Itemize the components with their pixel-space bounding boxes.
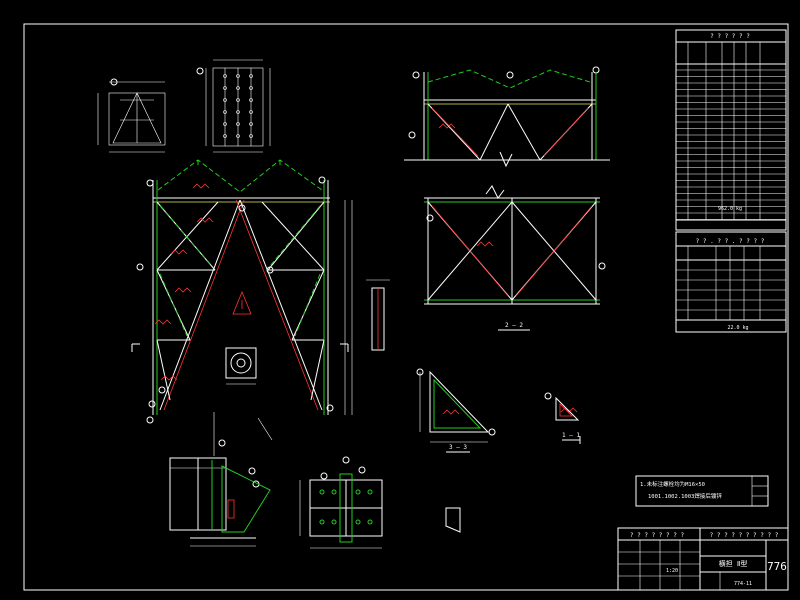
bolt-hole-mark	[249, 86, 253, 90]
callout-circle	[238, 204, 246, 212]
bolt-hole-mark	[236, 98, 240, 102]
material-table	[675, 29, 787, 231]
weld-symbol	[560, 407, 578, 413]
callout-circle	[408, 131, 416, 139]
callout-circle	[136, 263, 144, 271]
crossarm-plan-view	[424, 185, 600, 331]
callout-circle	[146, 179, 154, 187]
table-title: ? ? ? ? ? ?	[710, 33, 750, 40]
callout-circle	[266, 266, 274, 274]
notes-box	[635, 475, 769, 507]
callout-circle	[196, 67, 204, 75]
base-plate-detail	[225, 347, 257, 385]
leg-base-detail	[169, 412, 273, 547]
splice-bolt-hole	[355, 519, 361, 525]
title-block-drawing-name: 横担 Ⅱ型	[719, 559, 748, 568]
title-block-project: ? ? ? ? ? ? ? ? ? ?	[710, 532, 779, 539]
callout-circle	[320, 472, 328, 480]
callout-circle	[218, 439, 226, 447]
callout-circle	[342, 456, 350, 464]
bolt-hole-mark	[236, 134, 240, 138]
bolt-hole-mark	[223, 98, 227, 102]
weld-symbol	[476, 241, 494, 247]
callout-circle	[488, 428, 496, 436]
title-block	[617, 527, 789, 591]
bolt-hole-mark	[223, 122, 227, 126]
bolt-hole-mark	[249, 134, 253, 138]
callout-circle	[326, 404, 334, 412]
sub-table-total: 22.0 kg	[727, 325, 748, 331]
bolt-hole-mark	[249, 122, 253, 126]
section-label-2-2: 2 — 2	[505, 322, 523, 329]
bolt-hole-mark	[223, 74, 227, 78]
sheet-border	[23, 23, 789, 591]
bolt-hole-mark	[249, 98, 253, 102]
weld-symbol	[170, 249, 188, 255]
callout-circle	[318, 176, 326, 184]
bolt-hole-mark	[236, 86, 240, 90]
callout-circle	[426, 214, 434, 222]
splice-bolt-hole	[367, 519, 373, 525]
callout-circle	[358, 466, 366, 474]
bolt-hole-mark	[249, 74, 253, 78]
callout-circle	[146, 416, 154, 424]
small-plate-detail	[445, 507, 461, 533]
weld-symbol	[438, 123, 456, 129]
title-block-company: ? ? ? ? ? ? ? ?	[630, 532, 685, 539]
splice-bolt-hole	[319, 519, 325, 525]
bolt-hole-mark	[223, 86, 227, 90]
bolt-hole-mark	[236, 110, 240, 114]
weld-symbol	[442, 409, 460, 415]
weld-symbol	[196, 217, 214, 223]
splice-bolt-hole	[331, 489, 337, 495]
bolt-plate-detail	[205, 59, 271, 153]
bolt-hole-mark	[249, 110, 253, 114]
weld-symbol	[192, 183, 210, 189]
sub-table-title: ? ? . ? ? . ? ? ? ?	[696, 238, 765, 245]
section-label-1-1: 1 — 1	[562, 432, 580, 439]
callout-circle	[544, 392, 552, 400]
callout-circle	[412, 71, 420, 79]
bolt-hole-mark	[236, 122, 240, 126]
gusset-detail-small	[97, 81, 166, 153]
main-tower-elevation	[110, 66, 606, 488]
title-block-scale: 1:20	[666, 568, 678, 574]
callout-circle	[248, 467, 256, 475]
callout-circle	[148, 400, 156, 408]
crossarm-truss-elevation	[404, 69, 610, 168]
triangle-gusset-small	[555, 396, 581, 444]
splice-bolt-hole	[367, 489, 373, 495]
splice-plate-detail	[299, 473, 383, 549]
callout-circle	[158, 386, 166, 394]
splice-bolt-hole	[331, 519, 337, 525]
splice-bolt-hole	[319, 489, 325, 495]
note-line-1: 1.未标注螺栓均为M16×50	[640, 480, 705, 488]
weld-symbol	[154, 319, 172, 325]
bolt-hole-mark	[223, 134, 227, 138]
bolt-hole-mark	[223, 110, 227, 114]
table-total-value: 962.0 kg	[718, 206, 742, 212]
bolt-hole-mark	[236, 74, 240, 78]
sheet-number: 776	[767, 560, 787, 573]
callout-circle	[506, 71, 514, 79]
note-line-2: 1001.1002.1003焊接后镀锌	[648, 492, 722, 500]
callout-circle	[598, 262, 606, 270]
callout-circle	[110, 78, 118, 86]
section-label-3-3: 3 — 3	[449, 444, 467, 451]
triangle-gusset-3-3	[419, 370, 490, 453]
splice-bolt-hole	[355, 489, 361, 495]
weld-symbol	[160, 375, 178, 381]
title-block-code: 774-11	[734, 581, 752, 587]
connection-plate-vertical	[366, 279, 390, 351]
weld-symbol	[174, 287, 192, 293]
sub-table	[675, 231, 787, 333]
